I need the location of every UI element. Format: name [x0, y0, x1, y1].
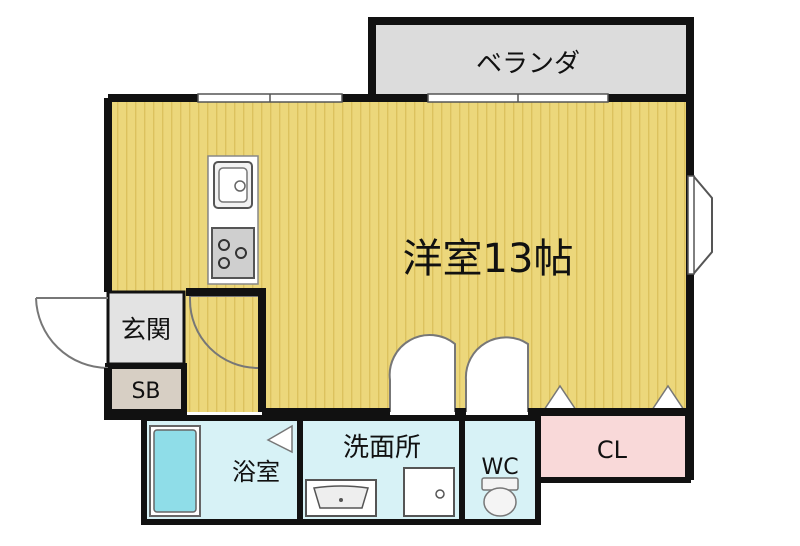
windows: [197, 93, 695, 275]
entrance-area: [106, 290, 186, 366]
bay-window: [689, 171, 713, 279]
toilet-door: [464, 336, 529, 412]
entrance-door: [35, 297, 109, 369]
veranda-label: ベランダ: [476, 49, 580, 79]
entrance-label: 玄関: [121, 315, 171, 344]
western-room-label: 洋室13帖: [403, 236, 574, 282]
bathroom-door: [266, 424, 293, 454]
washroom-label: 洗面所: [343, 433, 421, 463]
toilet-icon: [481, 477, 519, 517]
closet-label: CL: [597, 436, 628, 464]
bathroom-label: 浴室: [232, 458, 280, 486]
washroom-door: [388, 334, 456, 412]
toilet-label: WC: [481, 455, 518, 480]
sink-icon: [213, 161, 253, 209]
bathtub-icon: [149, 425, 201, 517]
washing-machine-icon: [403, 467, 455, 517]
hallway-door: [189, 295, 259, 369]
shoe-box-label: SB: [131, 379, 160, 404]
stove-icon: [211, 227, 255, 279]
hallway-floor: [186, 292, 260, 412]
washbasin-icon: [305, 479, 377, 517]
